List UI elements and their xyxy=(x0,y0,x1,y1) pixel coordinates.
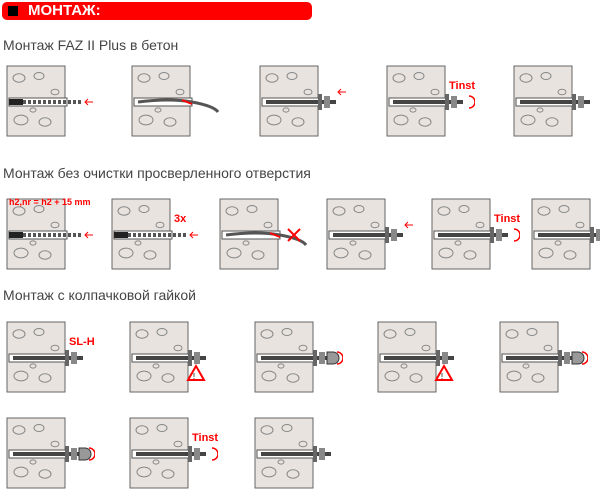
step-torque-illustration: Tinst xyxy=(385,62,476,140)
step-warn-illustration: ! xyxy=(128,318,218,396)
step-insert-illustration: SL-H xyxy=(5,318,95,396)
step-done-illustration xyxy=(530,195,600,273)
step-done-illustration xyxy=(253,414,343,492)
section-header: МОНТАЖ: xyxy=(2,2,312,20)
step-label: Tinst xyxy=(192,432,219,444)
square-bullet-icon xyxy=(8,6,18,16)
step-drill-illustration: 3x xyxy=(110,195,200,273)
section-title-cap-nut: Монтаж с колпачковой гайкой xyxy=(3,287,196,303)
step-label: Tinst xyxy=(449,80,476,92)
svg-text:!: ! xyxy=(193,372,195,381)
step-label: h2,nr = h2 + 15 mm xyxy=(9,197,91,207)
step-warn-illustration: ! xyxy=(376,318,466,396)
step-insert-illustration xyxy=(325,195,415,273)
step-label: SL-H xyxy=(69,336,95,348)
step-torque-illustration: Tinst xyxy=(128,414,219,492)
svg-text:!: ! xyxy=(441,372,443,381)
step-label: 3x xyxy=(174,213,187,225)
step-done-illustration xyxy=(512,62,600,140)
step-label: Tinst xyxy=(494,213,521,225)
step-drill-illustration xyxy=(5,62,95,140)
section-title-faz: Монтаж FAZ II Plus в бетон xyxy=(3,37,179,53)
step-nut-illustration xyxy=(5,414,96,492)
step-nut-illustration xyxy=(498,318,589,396)
section-title-no-clean: Монтаж без очистки просверленного отверс… xyxy=(3,165,311,181)
step-torque-illustration: Tinst xyxy=(430,195,521,273)
step-clean-illustration xyxy=(130,62,220,140)
step-nut-illustration xyxy=(253,318,344,396)
header-title: МОНТАЖ: xyxy=(28,2,101,19)
step-drill-illustration: h2,nr = h2 + 15 mm xyxy=(5,195,95,273)
step-insert-illustration xyxy=(258,62,348,140)
step-noclean-illustration xyxy=(218,195,308,273)
